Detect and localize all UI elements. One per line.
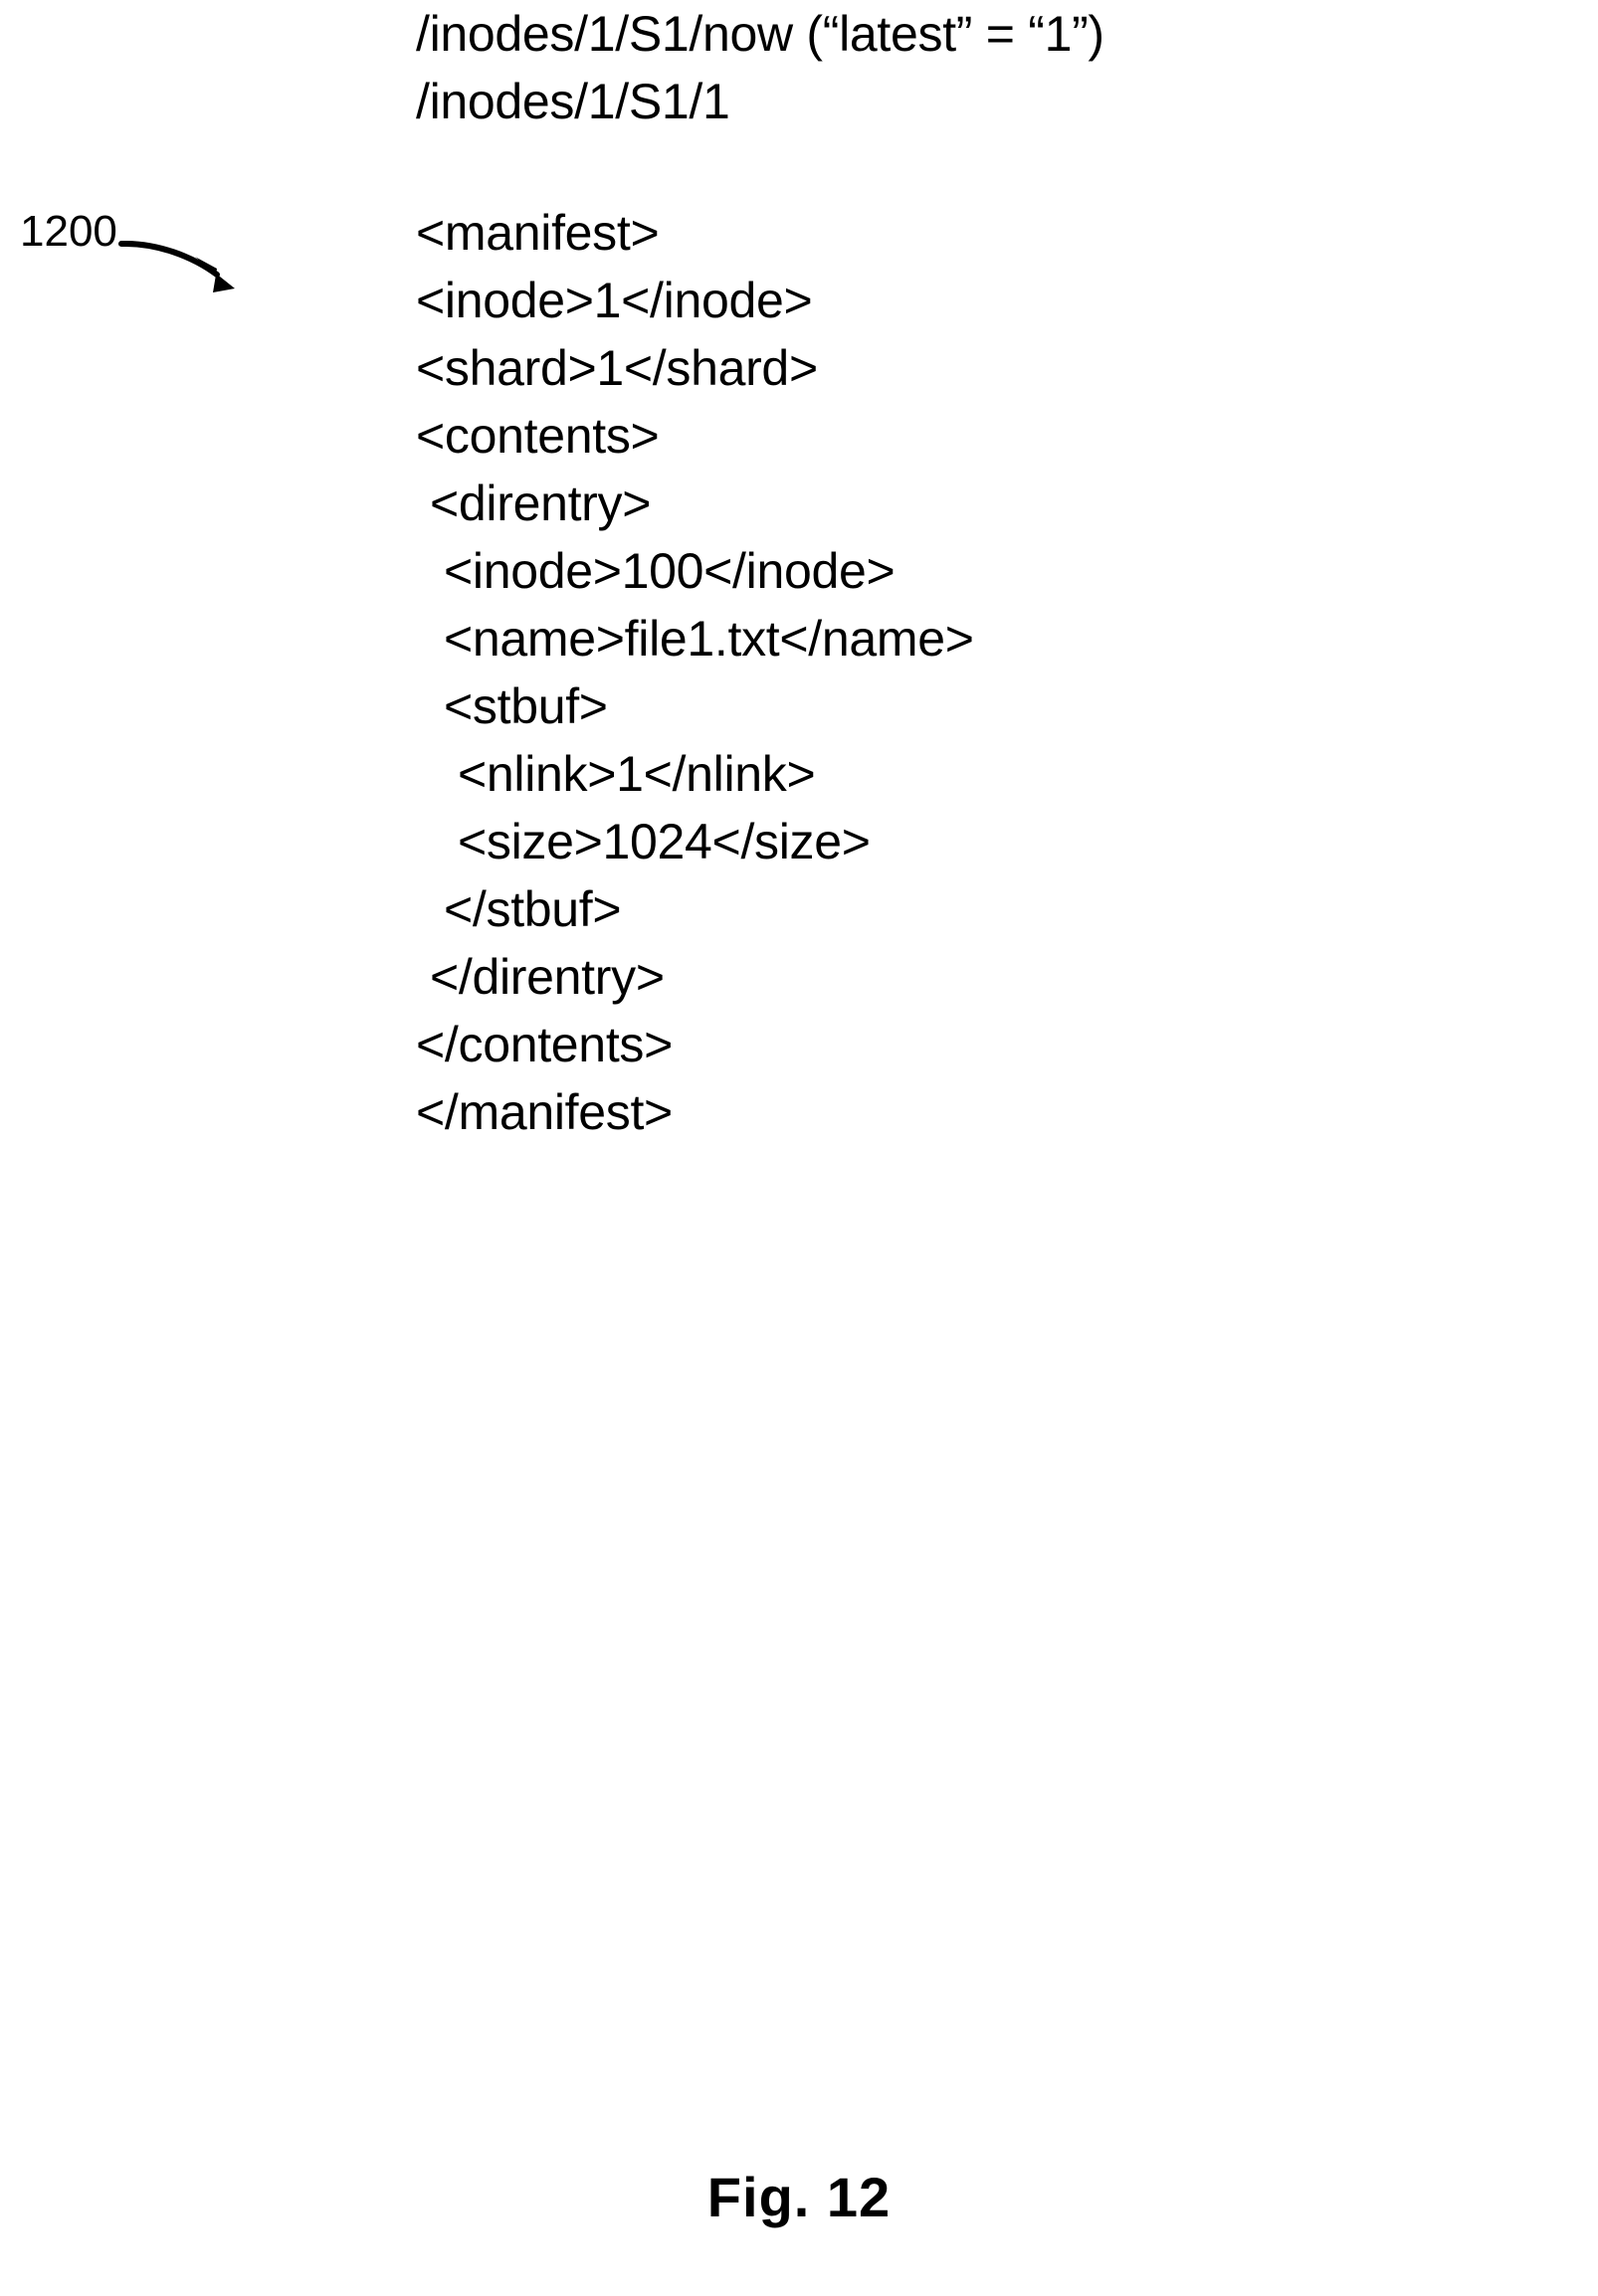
code-line: <name>file1.txt</name> bbox=[444, 611, 974, 667]
xml-manifest-block: <manifest> <inode>1</inode> <shard>1</shar… bbox=[416, 199, 1590, 1146]
code-line: <stbuf> bbox=[444, 678, 608, 734]
reference-numeral-label: 1200 bbox=[20, 207, 117, 256]
code-line: <contents> bbox=[416, 408, 660, 464]
figure-caption: Fig. 12 bbox=[706, 2166, 892, 2228]
code-line: </contents> bbox=[416, 1017, 674, 1072]
code-line: <inode>1</inode> bbox=[416, 273, 813, 328]
code-line: </manifest> bbox=[416, 1084, 673, 1140]
code-line: <nlink>1</nlink> bbox=[458, 746, 816, 802]
code-listing: /inodes/1/S1/now (“latest” = “1”) /inode… bbox=[416, 0, 1590, 1146]
code-line: </direntry> bbox=[430, 949, 665, 1005]
leader-arrow-icon bbox=[118, 240, 235, 292]
listing-gap bbox=[416, 135, 1590, 199]
code-line: <shard>1</shard> bbox=[416, 340, 818, 396]
reference-numeral-callout: 1200 bbox=[18, 207, 277, 316]
code-line: <direntry> bbox=[430, 476, 652, 531]
code-line: </stbuf> bbox=[444, 881, 622, 937]
path-header-block: /inodes/1/S1/now (“latest” = “1”) /inode… bbox=[416, 0, 1590, 135]
path-line: /inodes/1/S1/1 bbox=[416, 74, 730, 129]
path-line: /inodes/1/S1/now (“latest” = “1”) bbox=[416, 6, 1104, 62]
code-line: <inode>100</inode> bbox=[444, 543, 896, 599]
code-line: <size>1024</size> bbox=[458, 814, 871, 869]
code-line: <manifest> bbox=[416, 205, 660, 261]
